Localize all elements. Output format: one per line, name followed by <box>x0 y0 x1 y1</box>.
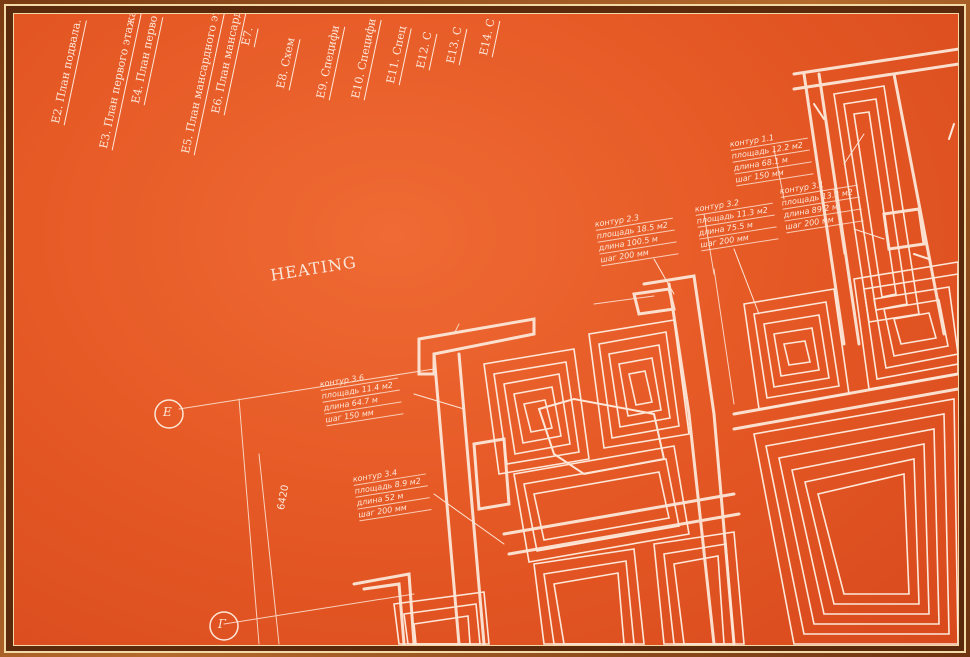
heating-loop-room-f <box>833 85 920 323</box>
blueprint-photo: E2. План подвала. E3. План первого этажа… <box>13 13 959 646</box>
axis-label-g: Г <box>218 617 226 631</box>
grid-lines <box>178 148 845 645</box>
axis-bubble-g <box>209 611 239 641</box>
heating-loop-room-b <box>588 319 690 449</box>
heating-loop-room-c <box>513 445 690 563</box>
heating-loop-room-h <box>533 531 745 645</box>
heating-loop-room-a <box>483 348 590 475</box>
photo-frame-inner: E2. План подвала. E3. План первого этажа… <box>4 4 966 653</box>
heating-loop-room-i <box>393 591 490 645</box>
axis-bubble-e <box>154 399 184 429</box>
wall-lines <box>352 47 958 645</box>
axis-label-e: Е <box>163 405 172 419</box>
heating-loop-room-d <box>743 288 850 410</box>
heating-loop-room-g <box>753 398 958 645</box>
heating-floor-plan <box>154 47 958 645</box>
leader-lines <box>413 133 885 545</box>
